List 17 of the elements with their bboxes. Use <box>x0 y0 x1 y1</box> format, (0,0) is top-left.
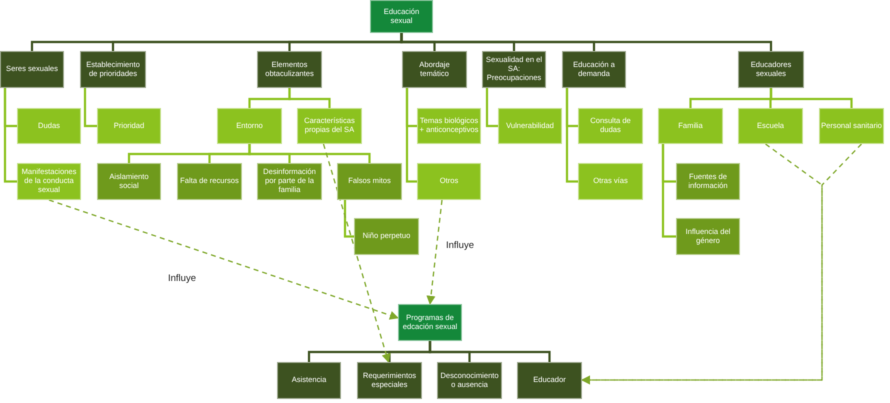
connector-line <box>248 144 371 163</box>
connector-line <box>4 88 17 183</box>
connector-line <box>428 341 551 362</box>
connector-line <box>288 88 331 108</box>
connector-line <box>770 88 853 108</box>
edge-label: Influye <box>166 273 198 284</box>
connector-line <box>84 88 97 128</box>
connector-line <box>566 88 578 183</box>
dashed-arrow <box>48 199 399 320</box>
dashed-arrow <box>426 200 443 305</box>
edge-label: Influye <box>444 240 476 251</box>
connector-line <box>344 200 354 238</box>
connector-line <box>400 33 772 51</box>
connector-line <box>486 88 498 128</box>
connector-line <box>662 144 676 238</box>
dashed-arrow <box>322 144 391 363</box>
connector-line <box>406 88 417 183</box>
